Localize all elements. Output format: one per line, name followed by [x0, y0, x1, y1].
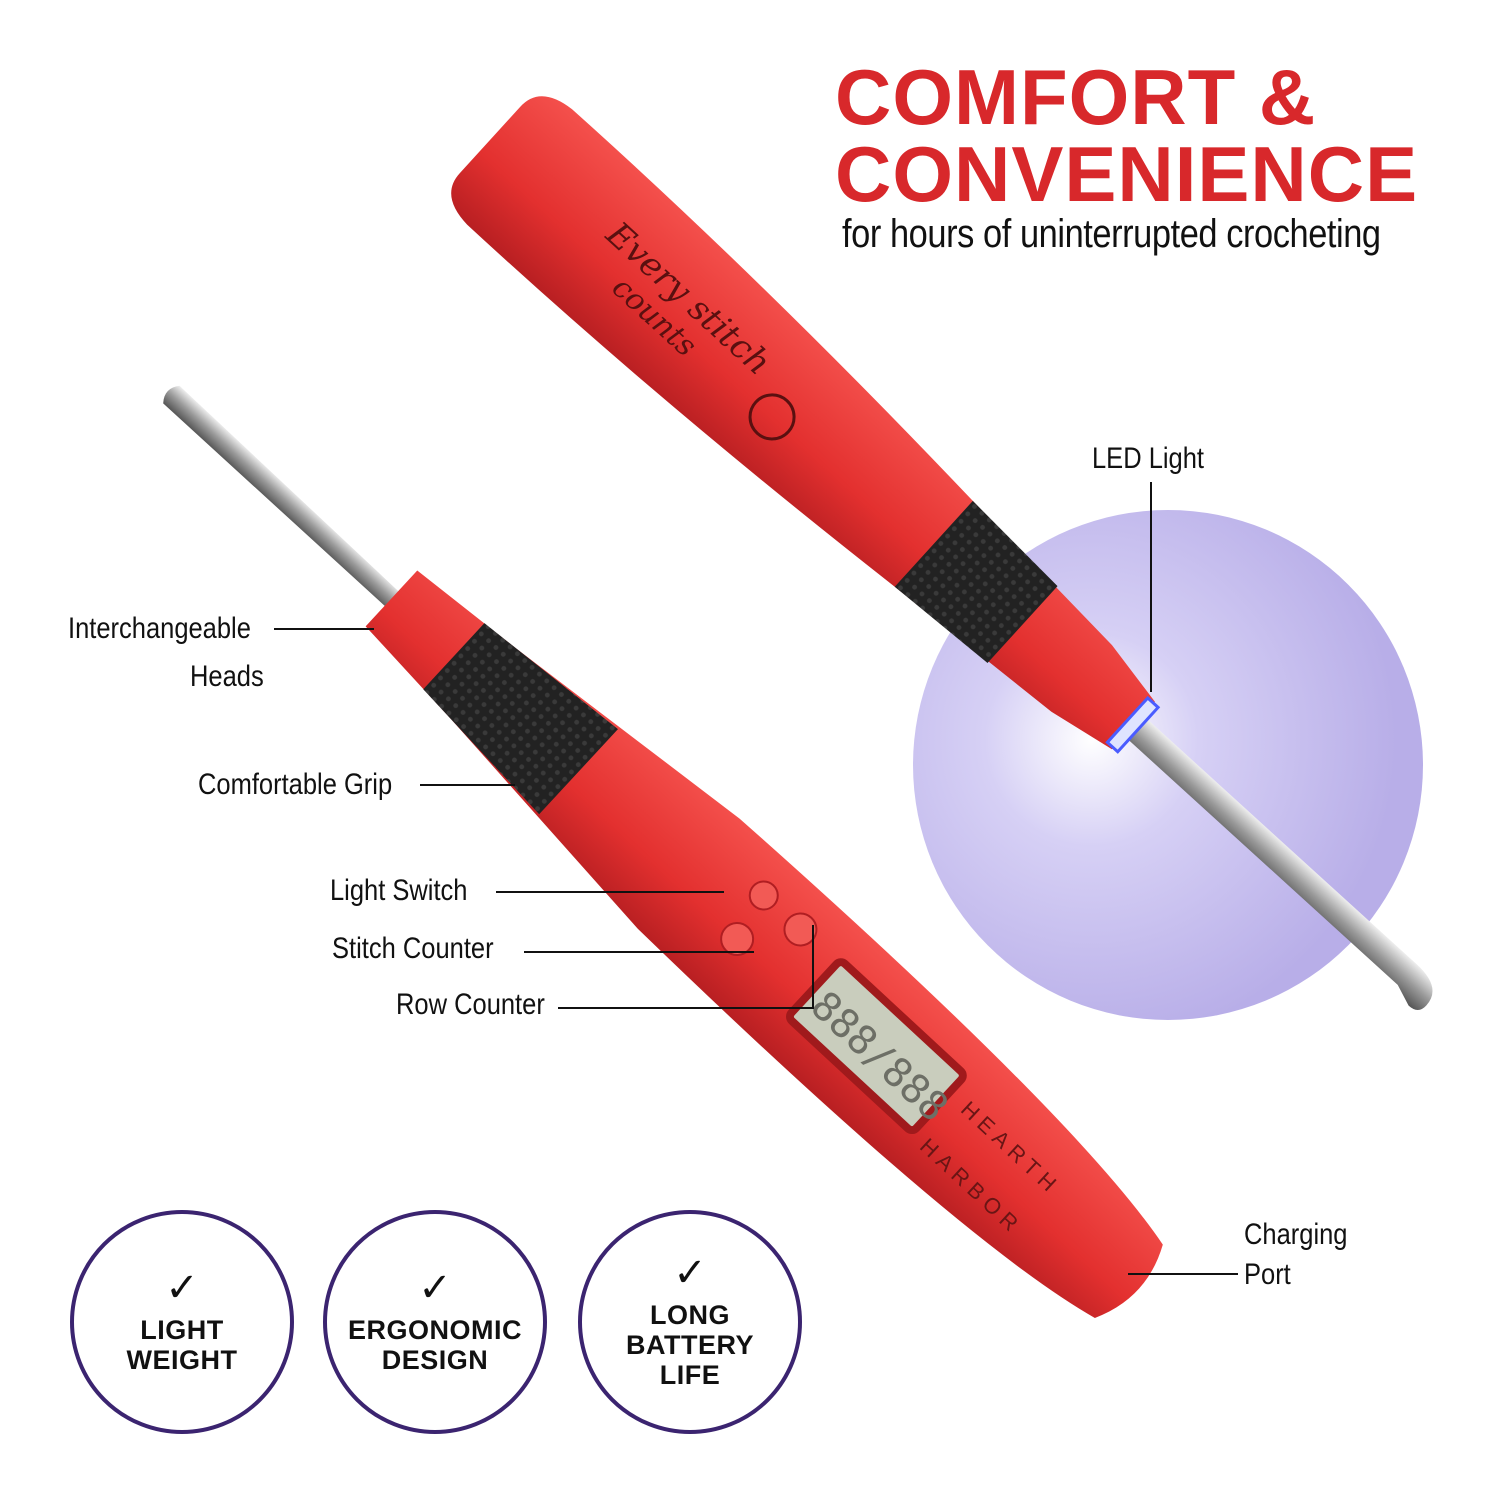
check-icon: ✓ — [673, 1251, 707, 1296]
crochet-hook-bottom: 888/888 HEARTH HARBOR — [163, 385, 1163, 1318]
callout-line — [558, 1007, 814, 1009]
check-icon: ✓ — [418, 1266, 452, 1311]
headline-line-1: COMFORT & — [835, 53, 1317, 141]
callout-line — [274, 628, 374, 630]
callout-line — [496, 891, 724, 893]
callout-line — [524, 951, 754, 953]
badge-text: LIGHT — [140, 1315, 224, 1346]
check-icon: ✓ — [165, 1266, 199, 1311]
crochet-hook-top: Every stitch counts — [451, 96, 1433, 1010]
metal-shaft — [1116, 708, 1433, 1010]
badge-text: ERGONOMIC — [347, 1315, 522, 1346]
callout-line — [1128, 1273, 1238, 1275]
callout-heads: Heads — [190, 660, 264, 693]
callout-interchangeable: Interchangeable — [68, 612, 251, 645]
badge-ergonomic-design: ✓ ERGONOMIC DESIGN — [323, 1210, 547, 1434]
grip-band — [423, 623, 618, 815]
metal-head — [163, 385, 402, 610]
badge-text: WEIGHT — [126, 1345, 238, 1375]
badge-text: DESIGN — [381, 1345, 489, 1375]
callout-stitch-counter: Stitch Counter — [332, 932, 494, 965]
stitch-counter-button[interactable] — [715, 916, 760, 961]
lcd-screen — [786, 958, 967, 1135]
callout-line — [1150, 482, 1152, 692]
light-switch-button[interactable] — [744, 876, 784, 916]
badge-light-weight: ✓ LIGHT WEIGHT — [70, 1210, 294, 1434]
callout-row-counter: Row Counter — [396, 988, 545, 1021]
badge-text: LIFE — [659, 1359, 721, 1390]
led-lens — [1105, 695, 1161, 754]
callout-led-light: LED Light — [1092, 442, 1204, 475]
grip-band — [894, 500, 1058, 664]
badge-long-battery-life: ✓ LONG BATTERY LIFE — [578, 1210, 802, 1434]
callout-light-switch: Light Switch — [330, 874, 468, 907]
subtitle: for hours of uninterrupted crocheting — [842, 212, 1381, 256]
badge-text: BATTERY — [626, 1330, 754, 1361]
callout-line — [420, 784, 515, 786]
yarn-ball-icon — [748, 393, 796, 441]
callout-grip: Comfortable Grip — [198, 768, 393, 801]
headline-line-2: CONVENIENCE — [835, 130, 1419, 218]
callout-line — [812, 925, 814, 1009]
badge-text: LONG — [650, 1300, 730, 1331]
callout-charging: Charging — [1244, 1218, 1348, 1251]
callout-port: Port — [1244, 1258, 1291, 1291]
